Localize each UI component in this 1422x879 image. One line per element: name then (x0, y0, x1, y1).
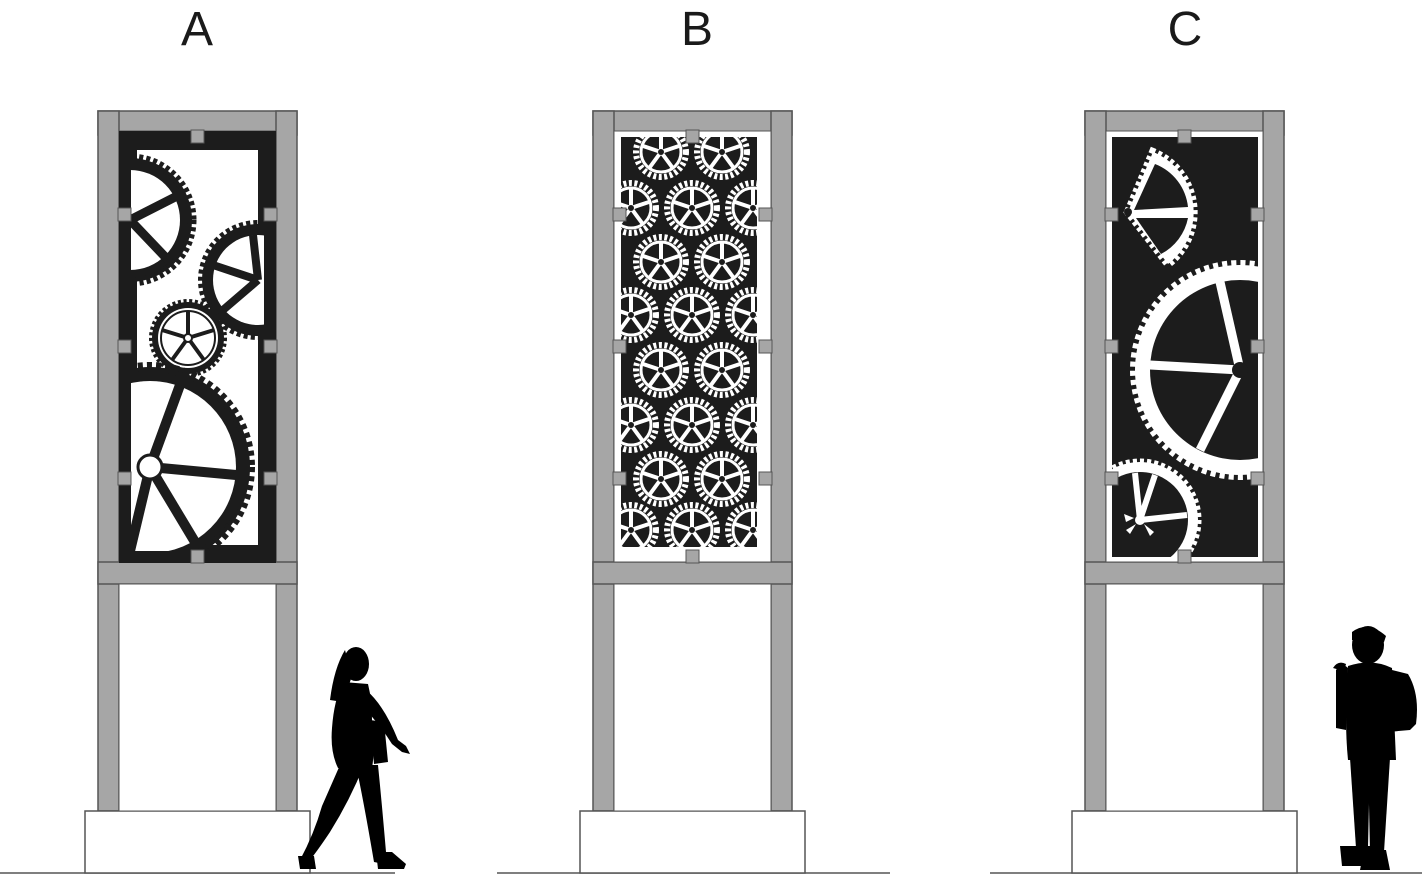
panel-a-label: A (180, 3, 213, 56)
panel-a-gears (125, 150, 270, 557)
panel-b-screen (621, 137, 757, 547)
panel-a (84, 110, 311, 874)
panel-c-screen (1112, 137, 1258, 557)
woman-walking-silhouette (298, 647, 410, 869)
panel-c-gears (1112, 146, 1258, 557)
panel-b-label: B (680, 3, 713, 56)
man-with-backpack-silhouette (1333, 626, 1417, 870)
panel-c-label: C (1167, 3, 1203, 56)
